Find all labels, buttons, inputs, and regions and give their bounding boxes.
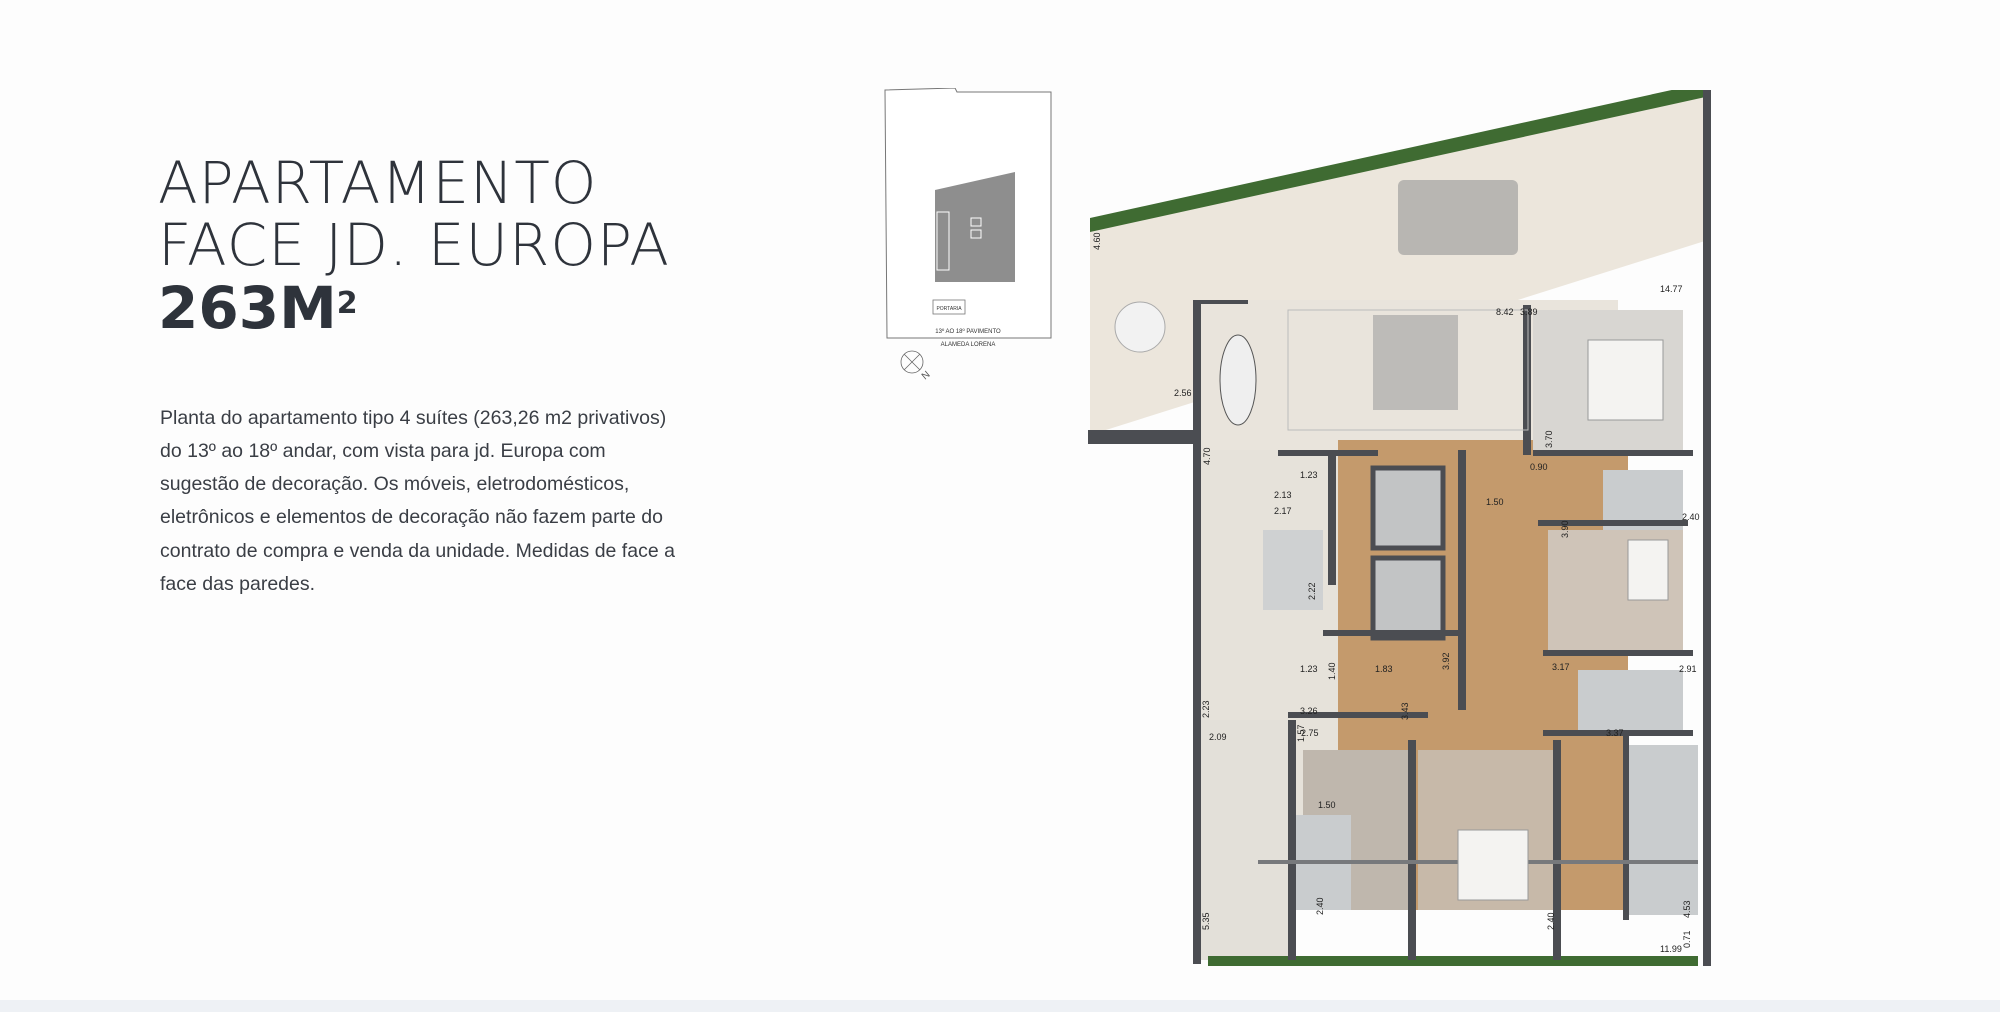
key-plan-building bbox=[935, 172, 1015, 282]
footer-band bbox=[0, 1000, 2000, 1012]
dim-label: 2.17 bbox=[1274, 506, 1292, 516]
sofa-terrace bbox=[1398, 180, 1518, 255]
furniture bbox=[1114, 180, 1669, 901]
dim-label: 2.23 bbox=[1201, 700, 1211, 718]
round-table-terrace bbox=[1114, 301, 1166, 353]
planter-bottom bbox=[1208, 956, 1698, 966]
dim-label: 2.40 bbox=[1315, 897, 1325, 915]
dim-label: 4.60 bbox=[1092, 232, 1102, 250]
key-plan: PORTARIA 13º AO 18º PAVIMENTO ALAMEDA LO… bbox=[884, 88, 1052, 382]
dim-label: 3.90 bbox=[1560, 520, 1570, 538]
rug-living bbox=[1287, 309, 1529, 431]
dim-label: 8.42 bbox=[1496, 307, 1514, 317]
dim-label: 5.35 bbox=[1201, 912, 1211, 930]
bath-3 bbox=[1628, 745, 1698, 915]
planter-top bbox=[1090, 90, 1710, 232]
bed-suite-3 bbox=[1457, 829, 1529, 901]
floorplan-description: Planta do apartamento tipo 4 suítes (263… bbox=[160, 406, 675, 595]
dim-label: 4.53 bbox=[1682, 900, 1692, 918]
dim-label: 3.43 bbox=[1400, 702, 1410, 720]
page-title: APARTAMENTO FACE JD. EUROPA 263M2 bbox=[158, 152, 670, 340]
dim-label: 4.70 bbox=[1202, 447, 1212, 465]
dim-label: 2.40 bbox=[1546, 912, 1556, 930]
dim-label: 0.90 bbox=[1530, 462, 1548, 472]
dim-label: 2.75 bbox=[1301, 728, 1319, 738]
dim-label: 2.22 bbox=[1307, 582, 1317, 600]
lavabo bbox=[1263, 530, 1323, 610]
dim-label: 1.40 bbox=[1327, 662, 1337, 680]
dim-label: 3.26 bbox=[1300, 706, 1318, 716]
bed-suite-2 bbox=[1627, 539, 1669, 601]
area-value: 263M bbox=[158, 274, 337, 342]
area-superscript: 2 bbox=[336, 286, 358, 321]
dim-label: 11.99 bbox=[1660, 944, 1682, 954]
dim-label: 0.71 bbox=[1682, 930, 1692, 948]
dim-label: 3.70 bbox=[1544, 430, 1554, 448]
key-plan-portaria: PORTARIA bbox=[936, 306, 962, 312]
dim-label: 1.23 bbox=[1300, 470, 1318, 480]
key-plan-street-label: ALAMEDA LORENA bbox=[941, 342, 996, 348]
elevator-1 bbox=[1370, 465, 1446, 551]
dining-table bbox=[1219, 334, 1257, 426]
dim-label: 1.23 bbox=[1300, 664, 1318, 674]
service-floor bbox=[1198, 720, 1288, 960]
north-label: N bbox=[920, 369, 933, 382]
title-line-face: FACE JD. EUROPA bbox=[158, 211, 670, 279]
dim-label: 3.89 bbox=[1520, 307, 1538, 317]
dim-label: 1.50 bbox=[1318, 800, 1336, 810]
dim-label: 1.57 bbox=[1296, 724, 1306, 742]
dim-label: 2.56 bbox=[1174, 388, 1192, 398]
dim-label: 1.83 bbox=[1375, 664, 1393, 674]
bed-suite-1 bbox=[1587, 339, 1664, 421]
dim-label: 2.13 bbox=[1274, 490, 1292, 500]
north-arrow-icon bbox=[900, 350, 924, 374]
dim-label: 14.77 bbox=[1660, 284, 1683, 294]
title-line-apartamento: APARTAMENTO bbox=[158, 149, 598, 217]
dim-label: 3.37 bbox=[1606, 728, 1624, 738]
dim-label: 3.17 bbox=[1552, 662, 1570, 672]
elevator-2 bbox=[1370, 555, 1446, 641]
bath-2 bbox=[1578, 670, 1683, 730]
dim-label: 2.91 bbox=[1679, 664, 1697, 674]
living-sofa bbox=[1373, 315, 1458, 410]
dim-label: 2.09 bbox=[1209, 732, 1227, 742]
dim-label: 1.50 bbox=[1486, 497, 1504, 507]
dim-label: 2.40 bbox=[1682, 512, 1700, 522]
title-area: 263M2 bbox=[158, 276, 670, 340]
dim-label: 3.92 bbox=[1441, 652, 1451, 670]
key-plan-floor-label: 13º AO 18º PAVIMENTO bbox=[935, 328, 1001, 335]
apartment-floor-plan: 4.60 14.77 8.42 3.89 2.56 4.70 1.23 2.13… bbox=[1088, 90, 1711, 966]
